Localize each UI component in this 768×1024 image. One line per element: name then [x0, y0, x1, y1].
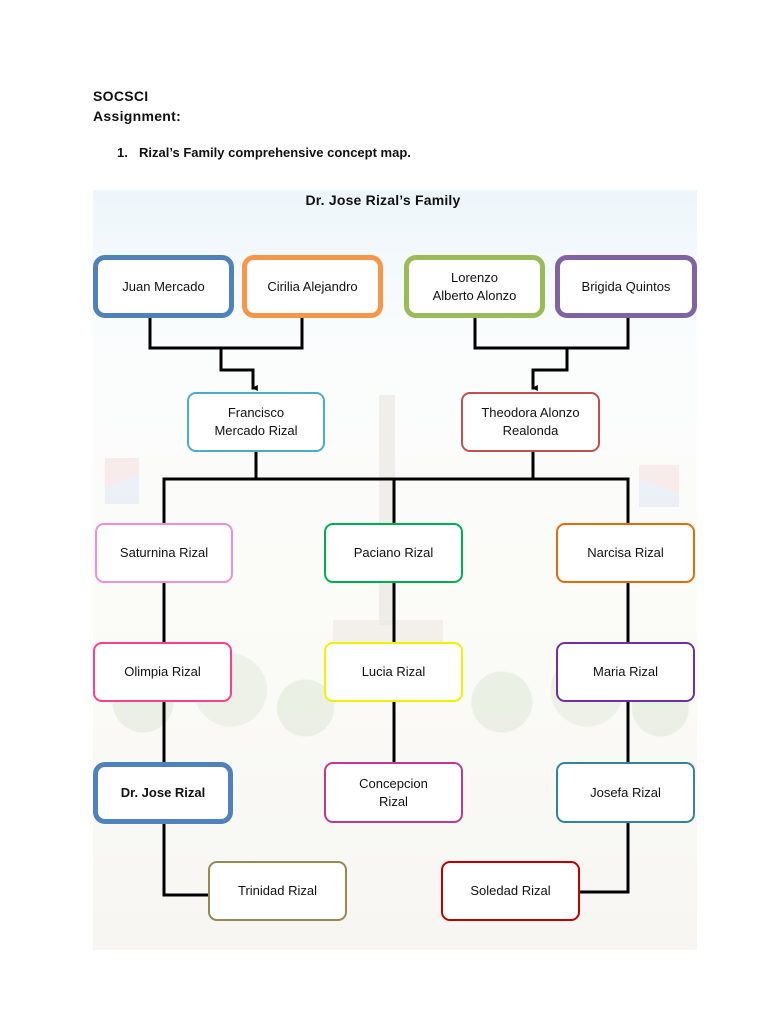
background-flag-left: [105, 458, 139, 504]
connector-right-column: [578, 477, 630, 894]
map-title: Dr. Jose Rizal’s Family: [305, 192, 461, 208]
connector-parents-bus: [162, 450, 630, 481]
node-concepcion-rizal: Concepcion Rizal: [324, 762, 463, 823]
task-text: Rizal’s Family comprehensive concept map…: [139, 145, 411, 160]
task-number: 1.: [117, 145, 128, 160]
node-dr-jose-rizal: Dr. Jose Rizal: [93, 762, 233, 824]
node-josefa-rizal: Josefa Rizal: [556, 762, 695, 823]
node-juan-mercado: Juan Mercado: [93, 255, 234, 318]
node-narcisa-rizal: Narcisa Rizal: [556, 523, 695, 583]
connector-paternal-drop: [219, 346, 258, 391]
node-saturnina-rizal: Saturnina Rizal: [95, 523, 233, 583]
task-item: 1. Rizal’s Family comprehensive concept m…: [117, 145, 411, 160]
connector-lines: [148, 316, 630, 897]
node-brigida-quintos: Brigida Quintos: [555, 255, 697, 318]
node-francisco-mercado-rizal: Francisco Mercado Rizal: [187, 392, 325, 452]
course-label: SOCSCI: [93, 88, 149, 104]
connector-maternal-drop: [531, 346, 569, 391]
node-soledad-rizal: Soledad Rizal: [441, 861, 580, 921]
assignment-label: Assignment:: [93, 108, 182, 124]
connector-left-column: [162, 477, 210, 897]
node-lorenzo-alberto-alonzo: Lorenzo Alberto Alonzo: [404, 255, 545, 318]
background-flag-right: [639, 465, 679, 507]
node-trinidad-rizal: Trinidad Rizal: [208, 861, 347, 921]
node-paciano-rizal: Paciano Rizal: [324, 523, 463, 583]
node-lucia-rizal: Lucia Rizal: [324, 642, 463, 702]
node-maria-rizal: Maria Rizal: [556, 642, 695, 702]
node-olimpia-rizal: Olimpia Rizal: [93, 642, 232, 702]
node-theodora-alonzo-realonda: Theodora Alonzo Realonda: [461, 392, 600, 452]
concept-map: Dr. Jose Rizal’s Family Juan Mercado Cir…: [93, 190, 697, 950]
node-cirilia-alejandro: Cirilia Alejandro: [242, 255, 383, 318]
connector-maternal: [473, 316, 630, 350]
connector-paternal: [148, 316, 304, 350]
